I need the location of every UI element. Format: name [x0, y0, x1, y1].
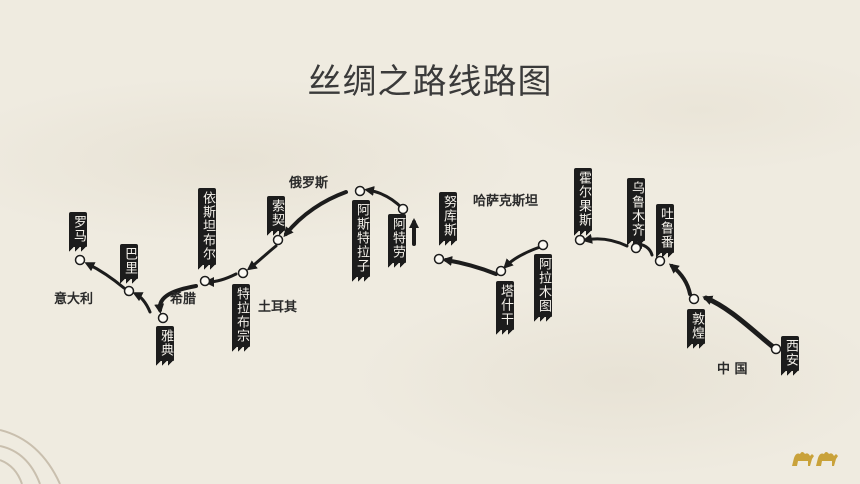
- city-node-sochi: [272, 234, 284, 246]
- route-arrow: [668, 263, 692, 296]
- city-label-athens: 雅典: [156, 326, 174, 366]
- city-node-trabzon: [237, 267, 249, 279]
- city-label-bari: 巴里: [120, 244, 138, 284]
- city-node-xian: [770, 343, 782, 355]
- city-label-xian: 西安: [781, 336, 799, 376]
- city-node-almaty: [537, 239, 549, 251]
- city-label-rome: 罗马: [69, 212, 87, 252]
- city-label-tashkent: 塔什干: [496, 281, 514, 335]
- route-arrow: [364, 186, 404, 210]
- region-label-russia: 俄罗斯: [289, 176, 329, 191]
- city-label-horgos: 霍尔果斯: [574, 168, 592, 236]
- region-label-china: 中 国: [717, 362, 748, 377]
- page-title: 丝绸之路线路图: [307, 62, 553, 102]
- route-arrow: [132, 292, 152, 314]
- city-node-horgos: [574, 234, 586, 246]
- region-label-italy: 意大利: [54, 292, 94, 307]
- city-label-atyrau: 阿特劳: [388, 214, 406, 268]
- city-label-istanbul: 依斯坦布尔: [198, 188, 216, 270]
- route-arrow: [283, 190, 348, 238]
- route-arrow: [702, 295, 775, 349]
- city-label-sochi: 索契: [267, 196, 285, 236]
- city-label-urumqi: 乌鲁木齐: [627, 178, 645, 246]
- city-node-istanbul: [199, 275, 211, 287]
- city-node-nukus: [433, 253, 445, 265]
- city-label-astrakhan: 阿斯特拉子: [352, 200, 370, 282]
- city-node-rome: [74, 254, 86, 266]
- route-arrow: [154, 284, 198, 314]
- route-arrow: [84, 262, 126, 290]
- city-label-nukus: 努库斯: [439, 192, 457, 246]
- route-arrow: [442, 256, 498, 276]
- city-node-athens: [157, 312, 169, 324]
- route-arrow: [246, 244, 278, 271]
- city-label-turpan: 吐鲁番: [656, 204, 674, 258]
- city-node-atyrau: [397, 203, 409, 215]
- city-node-bari: [123, 285, 135, 297]
- route-arrow: [582, 233, 629, 248]
- route-arrow: [503, 245, 542, 269]
- city-label-trabzon: 特拉布宗: [232, 284, 250, 352]
- region-label-turkey: 土耳其: [258, 300, 298, 315]
- city-node-astrakhan: [354, 185, 366, 197]
- decorative-corner-lines: [0, 429, 61, 484]
- camel-icon: [792, 452, 838, 466]
- city-label-dunhuang: 敦煌: [687, 309, 705, 349]
- route-arrow: [204, 272, 238, 287]
- city-node-dunhuang: [688, 293, 700, 305]
- region-label-kazakhstan: 哈萨克斯坦: [473, 194, 539, 209]
- city-node-tashkent: [495, 265, 507, 277]
- region-label-greece: 希腊: [170, 292, 197, 307]
- city-label-almaty: 阿拉木图: [534, 254, 552, 322]
